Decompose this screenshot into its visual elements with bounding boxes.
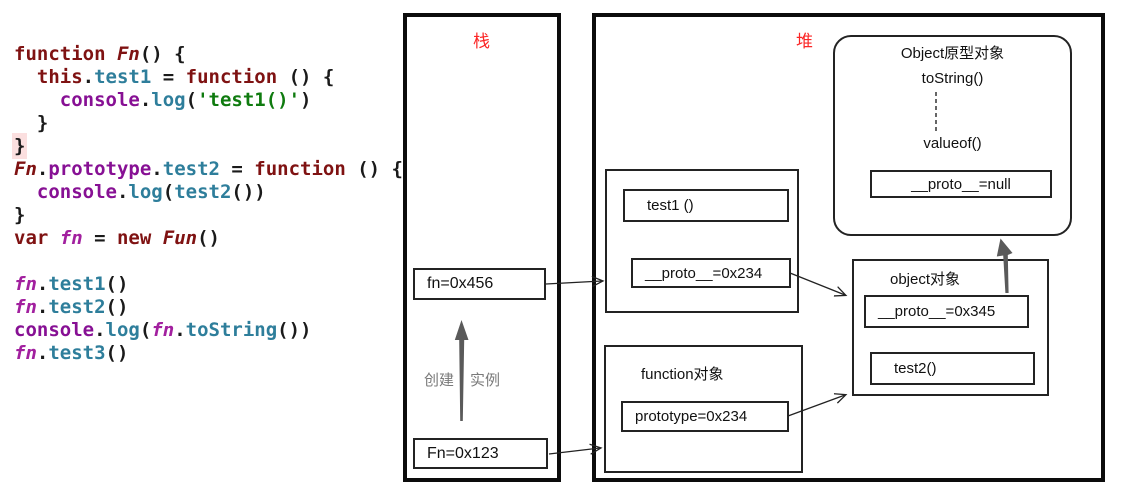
code-line: fn.test3() — [14, 342, 129, 364]
code-line: function Fn() { — [14, 43, 186, 65]
code-line: var fn = new Fun() — [14, 227, 220, 249]
object-object-box: object对象 __proto__=0x345 test2() — [852, 259, 1049, 396]
code-line: } — [14, 204, 26, 226]
heap-label: 堆 — [796, 32, 814, 51]
code-line: console.log(fn.toString()) — [14, 319, 312, 341]
object-object-title: object对象 — [890, 271, 961, 288]
code-line — [14, 250, 414, 273]
object-object-proto-text: __proto__=0x345 — [878, 303, 996, 320]
object-object-proto-slot: __proto__=0x345 — [864, 295, 1029, 328]
valueof-method-label: valueof() — [923, 135, 982, 152]
code-line: Fn.prototype.test2 = function () { — [14, 158, 403, 180]
stack-label: 栈 — [473, 32, 491, 51]
object-object-test2-slot: test2() — [870, 352, 1035, 385]
object-prototype-proto-slot: __proto__=null — [870, 170, 1052, 198]
tostring-method-label: toString() — [921, 70, 984, 87]
function-object-box: function对象 prototype=0x234 — [604, 345, 803, 473]
fn-instance-box: test1 () __proto__=0x234 — [605, 169, 799, 313]
code-line: } — [14, 135, 26, 157]
object-prototype-title: Object原型对象 — [900, 45, 1005, 62]
stack-frame: 栈 fn=0x456 创建 实例 Fn=0x123 — [403, 13, 561, 482]
stack-entry-fn: fn=0x456 — [413, 268, 546, 300]
function-object-prototype-text: prototype=0x234 — [635, 408, 748, 425]
create-instance-label-left: 创建 — [424, 372, 455, 389]
code-line: this.test1 = function () { — [36, 66, 335, 88]
code-line: console.log('test1()') — [59, 89, 312, 111]
code-line: console.log(test2()) — [36, 181, 266, 203]
code-line: fn.test2() — [14, 296, 129, 318]
stack-entry-Fn: Fn=0x123 — [413, 438, 548, 469]
code-line: fn.test1() — [14, 273, 129, 295]
stack-entry-Fn-text: Fn=0x123 — [427, 444, 499, 462]
fn-instance-test1-slot: test1 () — [623, 189, 789, 222]
code-editor-snippet: function Fn() { this.test1 = function ()… — [14, 43, 414, 365]
object-prototype-box: Object原型对象 toString() valueof() __proto_… — [833, 35, 1072, 236]
code-line: } — [14, 112, 49, 134]
object-object-test2-text: test2() — [894, 360, 937, 377]
object-prototype-proto-text: __proto__=null — [911, 175, 1011, 193]
function-object-title: function对象 — [641, 366, 724, 383]
stack-entry-fn-text: fn=0x456 — [427, 275, 494, 292]
create-instance-label-right: 实例 — [470, 372, 501, 389]
fn-instance-proto-text: __proto__=0x234 — [645, 264, 763, 282]
fn-instance-test1-text: test1 () — [647, 197, 694, 214]
heap-frame: 堆 Object原型对象 toString() valueof() __prot… — [592, 13, 1105, 482]
function-object-prototype-slot: prototype=0x234 — [621, 401, 789, 432]
fn-instance-proto-slot: __proto__=0x234 — [631, 258, 791, 288]
